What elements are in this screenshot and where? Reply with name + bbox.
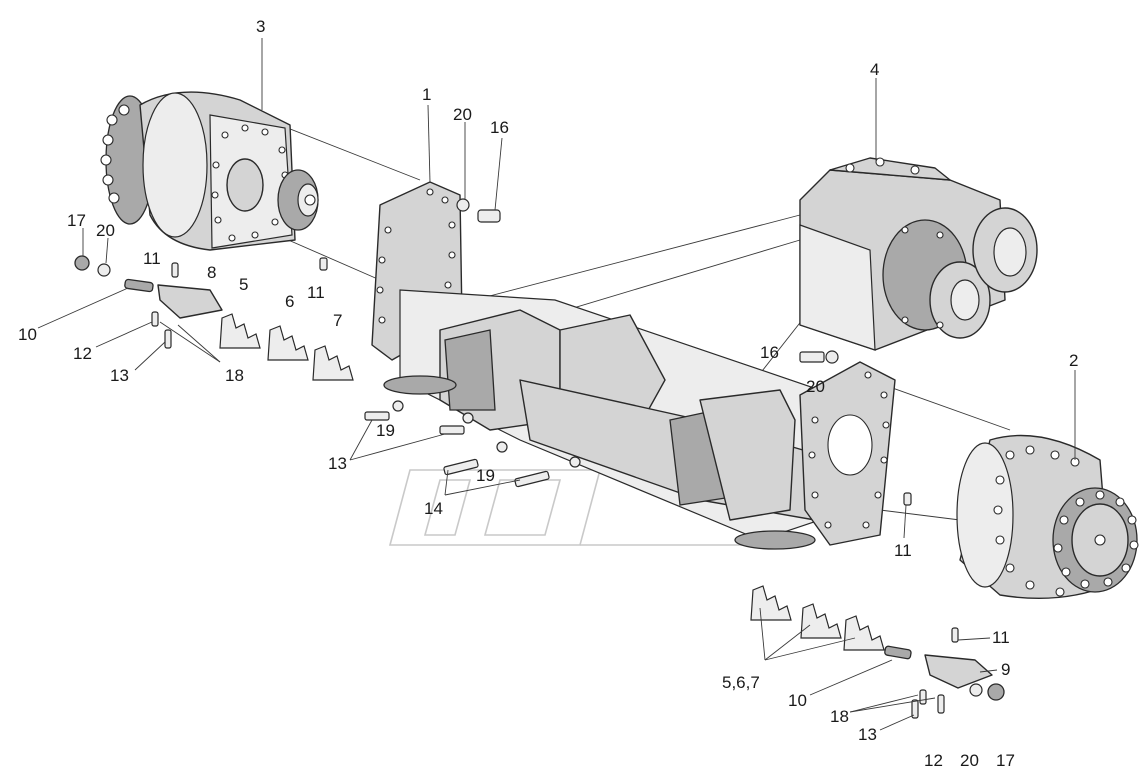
right-flange-holes bbox=[808, 371, 890, 529]
callout-20-center: 20 bbox=[806, 377, 825, 396]
callout-leaders bbox=[37, 38, 1076, 731]
callout-19-b: 19 bbox=[476, 466, 495, 485]
callout-17-right: 17 bbox=[996, 751, 1015, 770]
callout-18-left: 18 bbox=[225, 366, 244, 385]
right-wheel-hub bbox=[956, 434, 1139, 600]
callout-8: 8 bbox=[207, 263, 216, 282]
callout-3: 3 bbox=[256, 17, 265, 36]
right-hub-bolts bbox=[993, 445, 1080, 597]
callout-10-right: 10 bbox=[788, 691, 807, 710]
left-hub-stud-ring bbox=[100, 104, 130, 204]
callout-9: 9 bbox=[1001, 660, 1010, 679]
callout-19-a: 19 bbox=[376, 421, 395, 440]
callout-labels: 3 1 20 16 4 2 17 20 11 8 5 6 7 11 10 12 … bbox=[18, 17, 1078, 770]
callout-12-right: 12 bbox=[924, 751, 943, 770]
callout-5-6-7: 5,6,7 bbox=[722, 673, 760, 692]
callout-20-right: 20 bbox=[960, 751, 979, 770]
center-small-hardware bbox=[364, 350, 839, 488]
callout-11-left-a: 11 bbox=[143, 249, 161, 268]
callout-2: 2 bbox=[1069, 351, 1078, 370]
axle-housing bbox=[371, 181, 896, 550]
left-wheel-hub bbox=[100, 91, 319, 251]
callout-14: 13 bbox=[328, 454, 347, 473]
callout-16-top: 16 bbox=[490, 118, 509, 137]
callout-11-left-b: 11 bbox=[307, 283, 325, 302]
callout-20-left: 20 bbox=[96, 221, 115, 240]
callout-5: 5 bbox=[239, 275, 248, 294]
callout-7: 7 bbox=[333, 311, 342, 330]
left-flange-holes bbox=[376, 188, 456, 324]
callout-11-right-a: 11 bbox=[894, 541, 912, 560]
callout-13-left: 13 bbox=[110, 366, 129, 385]
callout-13-right: 13 bbox=[858, 725, 877, 744]
callout-10-left: 10 bbox=[18, 325, 37, 344]
right-small-hardware bbox=[750, 492, 1005, 719]
callout-18-right: 18 bbox=[830, 707, 849, 726]
callout-16-right: 16 bbox=[760, 343, 779, 362]
callout-11-right-b: 11 bbox=[992, 628, 1010, 647]
callout-20-top: 20 bbox=[453, 105, 472, 124]
callout-12-left: 12 bbox=[73, 344, 92, 363]
differential-gearbox bbox=[799, 157, 1038, 351]
callout-15: 14 bbox=[424, 499, 443, 518]
left-small-hardware bbox=[74, 198, 501, 381]
gearbox-bolts bbox=[845, 157, 944, 329]
callout-17-left: 17 bbox=[67, 211, 86, 230]
callout-6: 6 bbox=[285, 292, 294, 311]
callout-4: 4 bbox=[870, 60, 879, 79]
callout-1: 1 bbox=[422, 85, 431, 104]
right-hub-stud-ring bbox=[1053, 490, 1139, 589]
